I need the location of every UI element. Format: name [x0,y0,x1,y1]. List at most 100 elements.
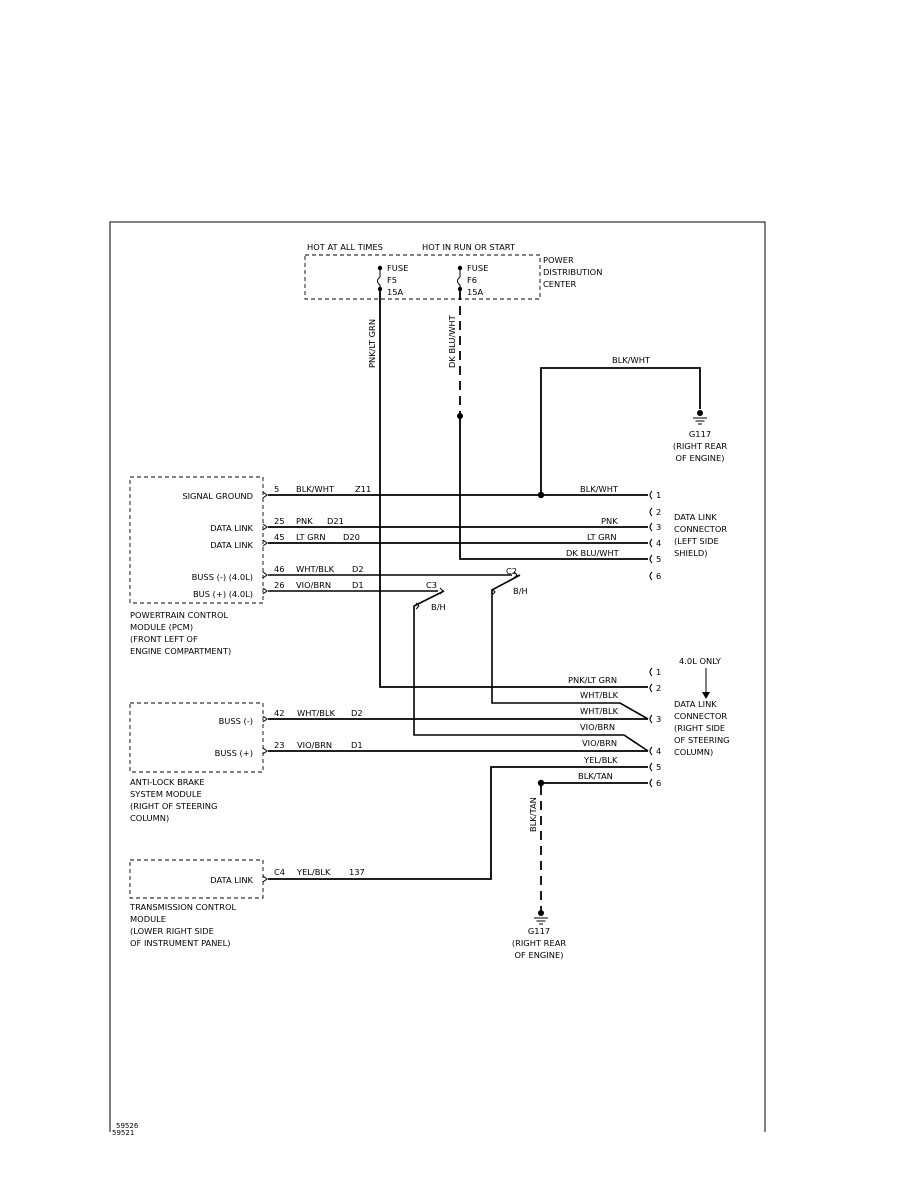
wire-pnk-lt-grn-label: PNK/LT GRN [367,319,377,368]
splice-c3: C3 B/H [413,580,649,752]
pcm-circuit: D21 [327,516,344,526]
dlc-right-wire-label: BLK/TAN [578,771,613,781]
ground-bottom-id: G117 [528,926,550,936]
dlc-left-pin: 1 [656,490,661,500]
dlc-left-caption: SHIELD) [674,548,707,558]
power-distribution-center: HOT AT ALL TIMES HOT IN RUN OR START POW… [304,242,602,300]
dlc-left-wire-label: DK BLU/WHT [566,548,620,558]
ground-bottom: G117 (RIGHT REAR OF ENGINE) [512,910,567,960]
dlc-left-wire-label: PNK [601,516,618,526]
fuse-f5-symbol [377,270,381,289]
pcm-pin-number: 46 [274,564,285,574]
hot-at-all-times-label: HOT AT ALL TIMES [307,242,383,252]
ground-top-line1: (RIGHT REAR [673,441,728,451]
ground-bottom-line1: (RIGHT REAR [512,938,567,948]
pcm-pin-number: 45 [274,532,285,542]
pcm-caption: POWERTRAIN CONTROL [130,610,228,620]
ground-top-icon [693,417,707,425]
dlc-right-wire-label: VIO/BRN [580,722,615,732]
dlc-right-pin: 6 [656,778,661,788]
abs-caption: SYSTEM MODULE [130,789,202,799]
ground-top-line2: OF ENGINE) [676,453,725,463]
tcm-pin-number: C4 [274,867,285,877]
splice-c2-id: C2 [506,566,517,576]
pcm-circuit: D2 [352,564,364,574]
pcm-pin-name: BUS (+) (4.0L) [193,589,253,599]
pdc-title-3: CENTER [543,279,577,289]
fuse-f5-terminal-2 [377,286,383,292]
abs-pin-number: 42 [274,708,285,718]
pcm-wire-color: VIO/BRN [296,580,331,590]
abs-wire-color: VIO/BRN [297,740,332,750]
tcm-box [129,859,264,899]
dlc-right-wire-label: WHT/BLK [580,706,619,716]
pcm-caption: ENGINE COMPARTMENT) [130,646,231,656]
dlc-right-wire-label: YEL/BLK [583,755,618,765]
fuse-f5-id: F5 [387,275,397,285]
wire-blk-wht-top-label: BLK/WHT [612,355,651,365]
abs-box [129,702,264,773]
fuse-f6-rating: 15A [467,287,484,297]
dlc-right-note: 4.0L ONLY [679,656,722,666]
pcm-pin-name: SIGNAL GROUND [182,491,253,501]
pcm-wire-color: LT GRN [296,532,326,542]
dlc-left-caption: CONNECTOR [674,524,727,534]
dlc-right-wire-label: VIO/BRN [582,738,617,748]
fuse-f5-terminal [377,265,383,271]
pcm-circuit: D1 [352,580,364,590]
fuse-f5: FUSE F5 15A [377,263,408,297]
splice-c2-code: B/H [513,586,528,596]
ground-top-dot [697,410,703,416]
pcm-circuit: Z11 [355,484,371,494]
fuse-f5-rating: 15A [387,287,404,297]
ground-top-id: G117 [689,429,711,439]
fuse-f6-label: FUSE [467,263,488,273]
ground-bottom-line2: OF ENGINE) [515,950,564,960]
dlc-right-caption: DATA LINK [674,699,717,709]
abs-module: BUSS (-) BUSS (+) 42 23 WHT/BLK VIO/BRN … [129,702,363,823]
pcm-caption: (FRONT LEFT OF [130,634,198,644]
fuse-f6-terminal [457,265,463,271]
dlc-right-wire-label: PNK/LT GRN [568,675,617,685]
dlc-right-caption: COLUMN) [674,747,713,757]
dlc-right: 4.0L ONLY PNK/LT GRN WHT/BLK WHT/BLK VIO… [568,656,730,788]
pcm-pin-number: 26 [274,580,285,590]
splice-c2: C2 B/H [491,566,649,720]
abs-wire-color: WHT/BLK [297,708,336,718]
pcm-pin-name: DATA LINK [210,540,253,550]
dlc-right-pin: 3 [656,714,661,724]
tcm-caption: TRANSMISSION CONTROL [129,902,236,912]
dlc-left-pin: 3 [656,522,661,532]
pcm-wire-color: BLK/WHT [296,484,335,494]
dlc-right-wire-label: WHT/BLK [580,690,619,700]
dlc-right-pin: 2 [656,683,661,693]
dlc-left-pin: 2 [656,507,661,517]
splice-c3-id: C3 [426,580,437,590]
wire-blk-wht-ground [540,367,701,495]
wire-pnk-lt-grn [379,291,648,688]
tcm-caption: OF INSTRUMENT PANEL) [130,938,231,948]
wire-tcm-yel-blk [268,766,648,880]
abs-circuit: D1 [351,740,363,750]
fuse-f5-label: FUSE [387,263,408,273]
pcm-circuit: D20 [343,532,360,542]
dlc-left-pin: 6 [656,571,661,581]
dlc-left-wire-label: BLK/WHT [580,484,619,494]
fuse-f6-symbol [457,270,461,289]
abs-caption: ANTI-LOCK BRAKE [130,777,205,787]
abs-pin-name: BUSS (+) [215,748,253,758]
arrow-down-icon [702,692,710,699]
pcm-pin-number: 5 [274,484,279,494]
splice-c3-code: B/H [431,602,446,612]
pcm-pin-number: 25 [274,516,285,526]
tcm-module: DATA LINK C4 YEL/BLK 137 TRANSMISSION CO… [129,859,365,948]
abs-pin-name: BUSS (-) [219,716,253,726]
wire-blk-tan-label: BLK/TAN [528,797,538,832]
dlc-right-caption: CONNECTOR [674,711,727,721]
figure-id: 59521 [112,1129,134,1137]
pcm-connector-icons [262,491,268,595]
diagram-frame [109,221,766,1132]
dlc-left-pin: 4 [656,538,661,548]
wire-vio-brn-to-dlc [413,590,649,752]
